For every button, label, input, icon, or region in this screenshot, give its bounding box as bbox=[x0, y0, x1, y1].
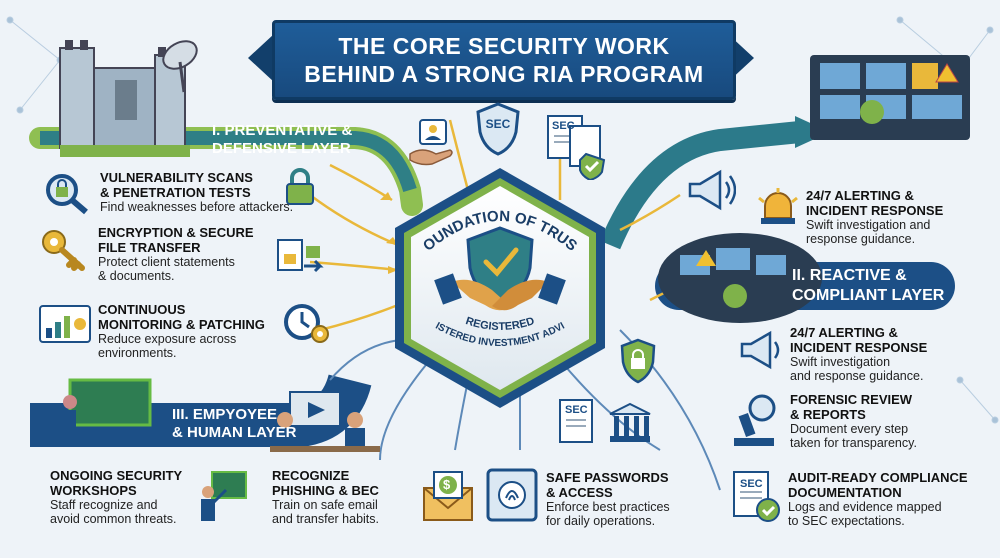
encrypt-title-2: FILE TRANSFER bbox=[98, 240, 201, 255]
megaphone-icon-2 bbox=[738, 330, 784, 372]
audit-title-2: DOCUMENTATION bbox=[788, 485, 902, 500]
monitor-desc-2: environments. bbox=[98, 346, 177, 360]
clock-gear-icon bbox=[282, 300, 330, 346]
sec-doc-right-text: SEC bbox=[740, 478, 763, 490]
dashboard-icon bbox=[38, 304, 92, 348]
audit-desc-2: to SEC expectations. bbox=[788, 514, 905, 528]
alert-top-desc-2: response guidance. bbox=[806, 232, 916, 246]
castle-icon bbox=[59, 40, 190, 157]
fingerprint-safe-icon bbox=[486, 468, 538, 524]
magnifier-lock-icon bbox=[42, 172, 90, 216]
audit-title-1: AUDIT-READY COMPLIANCE bbox=[788, 470, 968, 485]
monitor-title-2: MONITORING & PATCHING bbox=[98, 317, 265, 332]
passwords-title-2: & ACCESS bbox=[546, 485, 613, 500]
monitor-room-icon bbox=[658, 233, 822, 323]
audit-desc-1: Logs and evidence mapped bbox=[788, 500, 942, 514]
vuln-title-2: & PENETRATION TESTS bbox=[100, 185, 251, 200]
security-operations-center-icon bbox=[810, 55, 970, 140]
workshops-desc-2: avoid common threats. bbox=[50, 512, 177, 526]
phishing-desc-2: and transfer habits. bbox=[272, 512, 380, 526]
forensic-title-1: FORENSIC REVIEW bbox=[790, 392, 913, 407]
satellite-dish-icon bbox=[162, 40, 198, 93]
presenter-whiteboard-icon bbox=[198, 468, 248, 526]
forensic-desc-1: Document every step bbox=[790, 422, 909, 436]
reactive-layer-label: II. REACTIVE & COMPLIANT LAYER bbox=[792, 267, 945, 304]
workshops-desc-1: Staff recognize and bbox=[50, 498, 158, 512]
email-dollar-icon: $ bbox=[422, 470, 474, 524]
phishing-item: RECOGNIZE PHISHING & BEC Train on safe e… bbox=[272, 468, 422, 526]
phishing-title-2: PHISHING & BEC bbox=[272, 483, 379, 498]
reactive-upper-band bbox=[599, 121, 802, 250]
encrypt-desc-2: & documents. bbox=[98, 269, 175, 283]
alerting-mid-item: 24/7 ALERTING & INCIDENT RESPONSE Swift … bbox=[790, 325, 995, 383]
bank-building-icon bbox=[608, 402, 652, 444]
encrypt-desc-1: Protect client statements bbox=[98, 255, 235, 269]
forensic-desc-2: taken for transparency. bbox=[790, 436, 917, 450]
monitoring-item: CONTINUOUS MONITORING & PATCHING Reduce … bbox=[98, 302, 288, 360]
sec-document-check-icon: SEC bbox=[546, 114, 616, 180]
alert-top-title-2: INCIDENT RESPONSE bbox=[806, 203, 944, 218]
vuln-title-1: VULNERABILITY SCANS bbox=[100, 170, 253, 185]
audit-item: AUDIT-READY COMPLIANCE DOCUMENTATION Log… bbox=[788, 470, 998, 528]
sec-shield-icon: SEC bbox=[474, 102, 522, 156]
passwords-item: SAFE PASSWORDS & ACCESS Enforce best pra… bbox=[546, 470, 721, 528]
alert-mid-desc-1: Swift investigation bbox=[790, 355, 891, 369]
key-icon bbox=[40, 228, 88, 272]
check-icon bbox=[483, 247, 519, 277]
encrypt-title-1: ENCRYPTION & SECURE bbox=[98, 225, 254, 240]
secure-file-transfer-icon bbox=[276, 236, 328, 280]
title-line2: BEHIND A STRONG RIA PROGRAM bbox=[304, 61, 704, 87]
preventative-band-inner bbox=[40, 131, 417, 193]
page-title: THE CORE SECURITY WORK BEHIND A STRONG R… bbox=[272, 20, 736, 100]
monitor-desc-1: Reduce exposure across bbox=[98, 332, 237, 346]
workshops-item: ONGOING SECURITY WORKSHOPS Staff recogni… bbox=[50, 468, 210, 526]
workshop-presenter-icon bbox=[62, 378, 152, 440]
shield-lock-icon bbox=[618, 338, 658, 384]
workshops-title-2: WORKSHOPS bbox=[50, 483, 137, 498]
workshops-title-1: ONGOING SECURITY bbox=[50, 468, 183, 483]
forensic-title-2: & REPORTS bbox=[790, 407, 866, 422]
passwords-title-1: SAFE PASSWORDS bbox=[546, 470, 669, 485]
phishing-training-icon bbox=[270, 391, 380, 452]
alarm-light-icon bbox=[757, 188, 799, 226]
alert-mid-title-2: INCIDENT RESPONSE bbox=[790, 340, 928, 355]
phishing-desc-1: Train on safe email bbox=[272, 498, 378, 512]
encryption-item: ENCRYPTION & SECURE FILE TRANSFER Protec… bbox=[98, 225, 288, 283]
alert-top-title-1: 24/7 ALERTING & bbox=[806, 188, 914, 203]
dollar-text: $ bbox=[443, 477, 451, 492]
padlock-icon bbox=[283, 168, 317, 206]
passwords-desc-2: for daily operations. bbox=[546, 514, 656, 528]
sec-document-check-icon-2: SEC bbox=[730, 470, 782, 524]
title-ribbon-left bbox=[248, 34, 274, 82]
sec-shield-text: SEC bbox=[485, 117, 511, 131]
sec-doc-top-text: SEC bbox=[552, 120, 575, 132]
hand-user-icon bbox=[408, 118, 458, 166]
sec-document-icon: SEC bbox=[556, 398, 596, 444]
sec-doc-lower-text: SEC bbox=[565, 404, 588, 416]
microscope-icon bbox=[730, 392, 784, 448]
vulnerability-scans-item: VULNERABILITY SCANS & PENETRATION TESTS … bbox=[100, 170, 340, 214]
passwords-desc-1: Enforce best practices bbox=[546, 500, 670, 514]
forensic-item: FORENSIC REVIEW & REPORTS Document every… bbox=[790, 392, 995, 450]
preventative-layer-label: I. PREVENTATIVE & DEFENSIVE LAYER bbox=[212, 122, 353, 157]
alert-top-desc-1: Swift investigation and bbox=[806, 218, 931, 232]
handshake-icon bbox=[434, 273, 566, 311]
vuln-desc: Find weaknesses before attackers. bbox=[100, 200, 294, 214]
alerting-top-item: 24/7 ALERTING & INCIDENT RESPONSE Swift … bbox=[806, 188, 996, 246]
alert-mid-title-1: 24/7 ALERTING & bbox=[790, 325, 898, 340]
hex-seal-line1: REGISTERED bbox=[464, 315, 536, 333]
megaphone-icon bbox=[686, 168, 736, 212]
title-line1: THE CORE SECURITY WORK bbox=[338, 33, 670, 59]
phishing-title-1: RECOGNIZE bbox=[272, 468, 350, 483]
employee-layer-label: III. EMPYOYEE & HUMAN LAYER bbox=[172, 406, 297, 441]
alert-mid-desc-2: and response guidance. bbox=[790, 369, 924, 383]
monitor-title-1: CONTINUOUS bbox=[98, 302, 186, 317]
